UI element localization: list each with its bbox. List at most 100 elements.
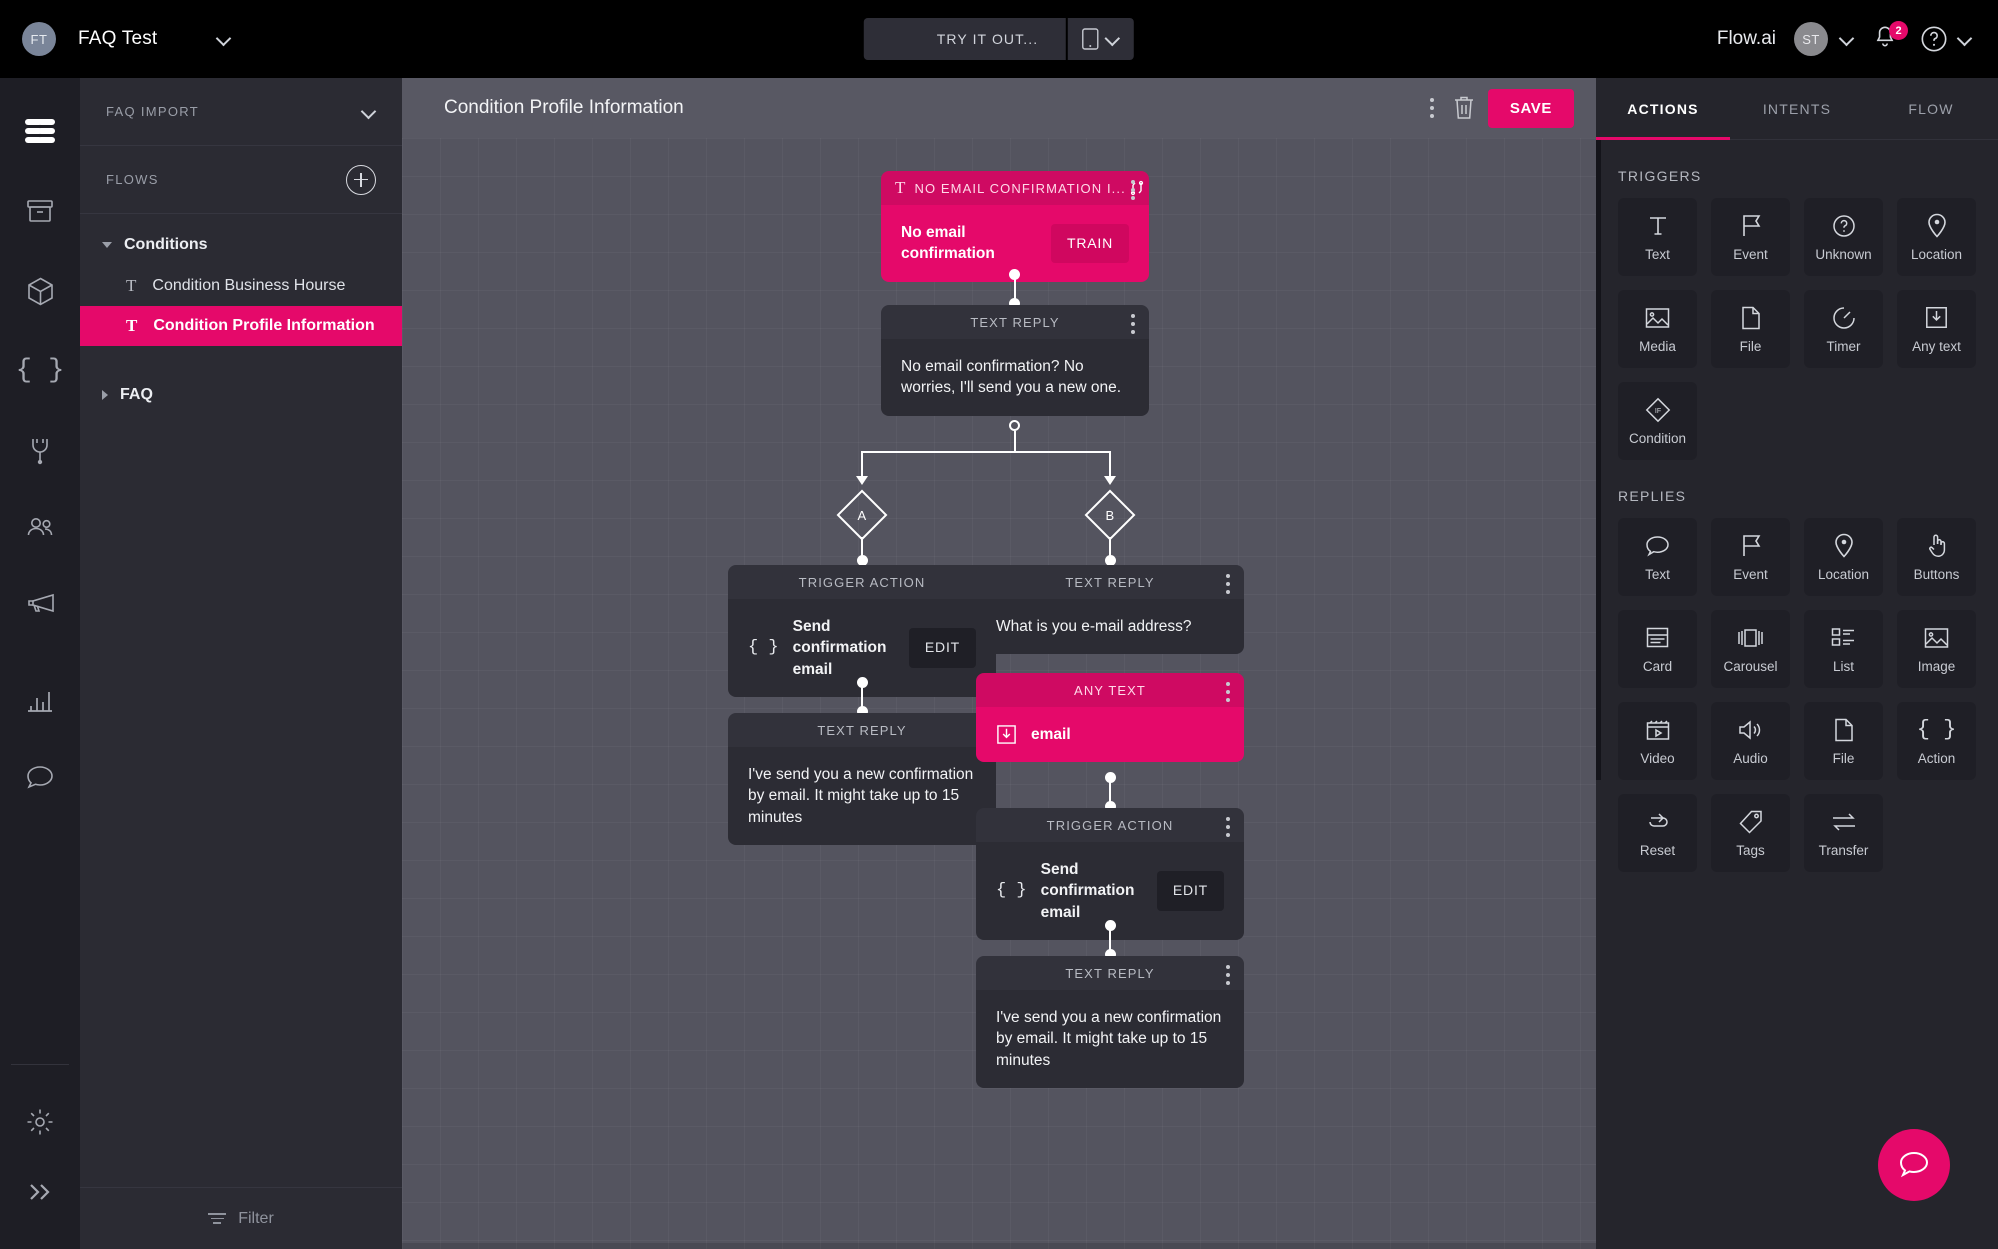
edit-button[interactable]: EDIT <box>908 628 976 668</box>
chevron-down-icon[interactable] <box>217 32 231 46</box>
reply-location[interactable]: Location <box>1804 518 1883 596</box>
trigger-location[interactable]: Location <box>1897 198 1976 276</box>
device-selector-button[interactable] <box>1068 18 1135 60</box>
branch-marker-b[interactable]: B <box>1084 489 1136 541</box>
trigger-file[interactable]: File <box>1711 290 1790 368</box>
kebab-menu-icon[interactable] <box>1214 568 1242 600</box>
kebab-menu-icon[interactable] <box>1214 811 1242 843</box>
connector-line <box>1109 777 1111 807</box>
chevron-down-icon[interactable] <box>1840 32 1854 46</box>
connector-line <box>1014 274 1016 304</box>
video-icon <box>1646 717 1670 743</box>
node-any-text-email[interactable]: ANY TEXT email <box>976 673 1244 763</box>
flow-canvas[interactable]: T NO EMAIL CONFIRMATION I... No email co… <box>402 138 1596 1249</box>
kebab-menu-icon[interactable] <box>1214 676 1242 708</box>
sidebar-item-broadcast[interactable] <box>0 568 80 638</box>
node-text-reply-no-email-confirmation[interactable]: TEXT REPLY No email confirmation? No wor… <box>881 305 1149 416</box>
reply-event[interactable]: Event <box>1711 518 1790 596</box>
chat-bubble-icon <box>27 765 53 789</box>
sidebar-item-analytics[interactable] <box>0 666 80 736</box>
plus-circle-icon[interactable] <box>346 164 376 195</box>
project-selector[interactable]: FAQ IMPORT <box>80 78 402 146</box>
node-header: TEXT REPLY <box>976 956 1244 990</box>
node-text-reply-a[interactable]: TEXT REPLY I've send you a new confirmat… <box>728 713 996 846</box>
reply-audio[interactable]: Audio <box>1711 702 1790 780</box>
node-trigger-no-email-confirmation[interactable]: T NO EMAIL CONFIRMATION I... No email co… <box>881 171 1149 282</box>
node-trigger-action-b[interactable]: TRIGGER ACTION { } Send confirmation ema… <box>976 808 1244 941</box>
triggers-grid: Text Event Unknown Location <box>1596 198 1998 460</box>
sidebar-item-integrations[interactable] <box>0 416 80 486</box>
trigger-condition[interactable]: IF Condition <box>1618 382 1697 460</box>
notifications-button[interactable]: 2 <box>1872 21 1908 54</box>
trigger-unknown[interactable]: Unknown <box>1804 198 1883 276</box>
reply-transfer[interactable]: Transfer <box>1804 794 1883 872</box>
canvas-horizontal-scrollbar[interactable] <box>402 1243 1596 1249</box>
train-button[interactable]: TRAIN <box>1051 223 1129 264</box>
sidebar-item-conversations[interactable] <box>0 742 80 812</box>
reply-file[interactable]: File <box>1804 702 1883 780</box>
reply-action[interactable]: { } Action <box>1897 702 1976 780</box>
avatar[interactable]: ST <box>1794 22 1828 56</box>
trash-icon[interactable] <box>1452 95 1476 121</box>
sidebar-item-flows[interactable] <box>0 96 80 166</box>
try-it-out-button[interactable]: TRY IT OUT... <box>863 18 1067 60</box>
question-circle-icon[interactable] <box>1920 25 1948 53</box>
node-text-reply-b[interactable]: TEXT REPLY What is you e-mail address? <box>976 565 1244 655</box>
braces-icon: { } <box>748 638 779 658</box>
node-trigger-action-a[interactable]: TRIGGER ACTION { } Send confirmation ema… <box>728 565 996 698</box>
sidebar-item-variables[interactable]: { } <box>0 336 80 406</box>
tab-actions[interactable]: ACTIONS <box>1596 78 1730 140</box>
replies-grid: Text Event Location Buttons <box>1596 518 1998 872</box>
filter-button[interactable]: Filter <box>80 1187 402 1249</box>
reply-reset[interactable]: Reset <box>1618 794 1697 872</box>
chat-fab-button[interactable] <box>1878 1129 1950 1201</box>
cell-label: Text <box>1645 246 1670 262</box>
tab-flow[interactable]: FLOW <box>1908 100 1954 117</box>
tab-intents[interactable]: INTENTS <box>1762 100 1832 117</box>
sidebar-item-modules[interactable] <box>0 256 80 326</box>
flow-tree: Conditions T Condition Business Hourse T… <box>80 214 402 1187</box>
reply-buttons[interactable]: Buttons <box>1897 518 1976 596</box>
tree-group-label: FAQ <box>120 386 153 403</box>
sidebar-item-inbox[interactable] <box>0 176 80 246</box>
sidebar-item-condition-business-hourse[interactable]: T Condition Business Hourse <box>80 266 402 306</box>
reply-video[interactable]: Video <box>1618 702 1697 780</box>
node-text-reply-b2[interactable]: TEXT REPLY I've send you a new confirmat… <box>976 956 1244 1089</box>
reply-tags[interactable]: Tags <box>1711 794 1790 872</box>
node-body: What is you e-mail address? <box>976 599 1244 655</box>
branch-marker-a[interactable]: A <box>836 489 888 541</box>
cell-label: Location <box>1817 566 1870 582</box>
trigger-timer[interactable]: Timer <box>1804 290 1883 368</box>
reply-card[interactable]: Card <box>1618 610 1697 688</box>
double-chevron-right-icon <box>30 1184 50 1200</box>
trigger-media[interactable]: Media <box>1618 290 1697 368</box>
reply-list[interactable]: List <box>1804 610 1883 688</box>
node-body: No email confirmation? No worries, I'll … <box>881 339 1149 416</box>
trigger-text[interactable]: Text <box>1618 198 1697 276</box>
file-icon <box>1741 305 1761 331</box>
kebab-menu-icon[interactable] <box>1119 308 1147 340</box>
sidebar-item-condition-profile-information[interactable]: T Condition Profile Information <box>80 306 402 346</box>
rail-expand-button[interactable] <box>0 1157 80 1227</box>
triggers-section-label: TRIGGERS <box>1618 168 1702 184</box>
tree-group-conditions[interactable]: Conditions <box>80 224 402 266</box>
panel-scrollbar[interactable] <box>1596 140 1601 780</box>
chevron-down-icon[interactable] <box>1958 32 1972 46</box>
connector-line <box>1109 925 1111 955</box>
kebab-menu-icon[interactable] <box>1418 92 1446 124</box>
edit-button[interactable]: EDIT <box>1156 871 1224 911</box>
rail-divider <box>11 1064 69 1065</box>
sidebar-item-settings[interactable] <box>0 1087 80 1157</box>
reply-text[interactable]: Text <box>1618 518 1697 596</box>
kebab-menu-icon[interactable] <box>1119 174 1147 206</box>
trigger-event[interactable]: Event <box>1711 198 1790 276</box>
reply-carousel[interactable]: Carousel <box>1711 610 1790 688</box>
sidebar-item-users[interactable] <box>0 492 80 562</box>
connector-line <box>1014 431 1016 453</box>
cell-label: Buttons <box>1913 566 1960 582</box>
tree-group-faq[interactable]: FAQ <box>80 374 402 416</box>
reply-image[interactable]: Image <box>1897 610 1976 688</box>
kebab-menu-icon[interactable] <box>1214 959 1242 991</box>
trigger-any-text[interactable]: Any text <box>1897 290 1976 368</box>
save-button[interactable]: SAVE <box>1487 88 1574 128</box>
